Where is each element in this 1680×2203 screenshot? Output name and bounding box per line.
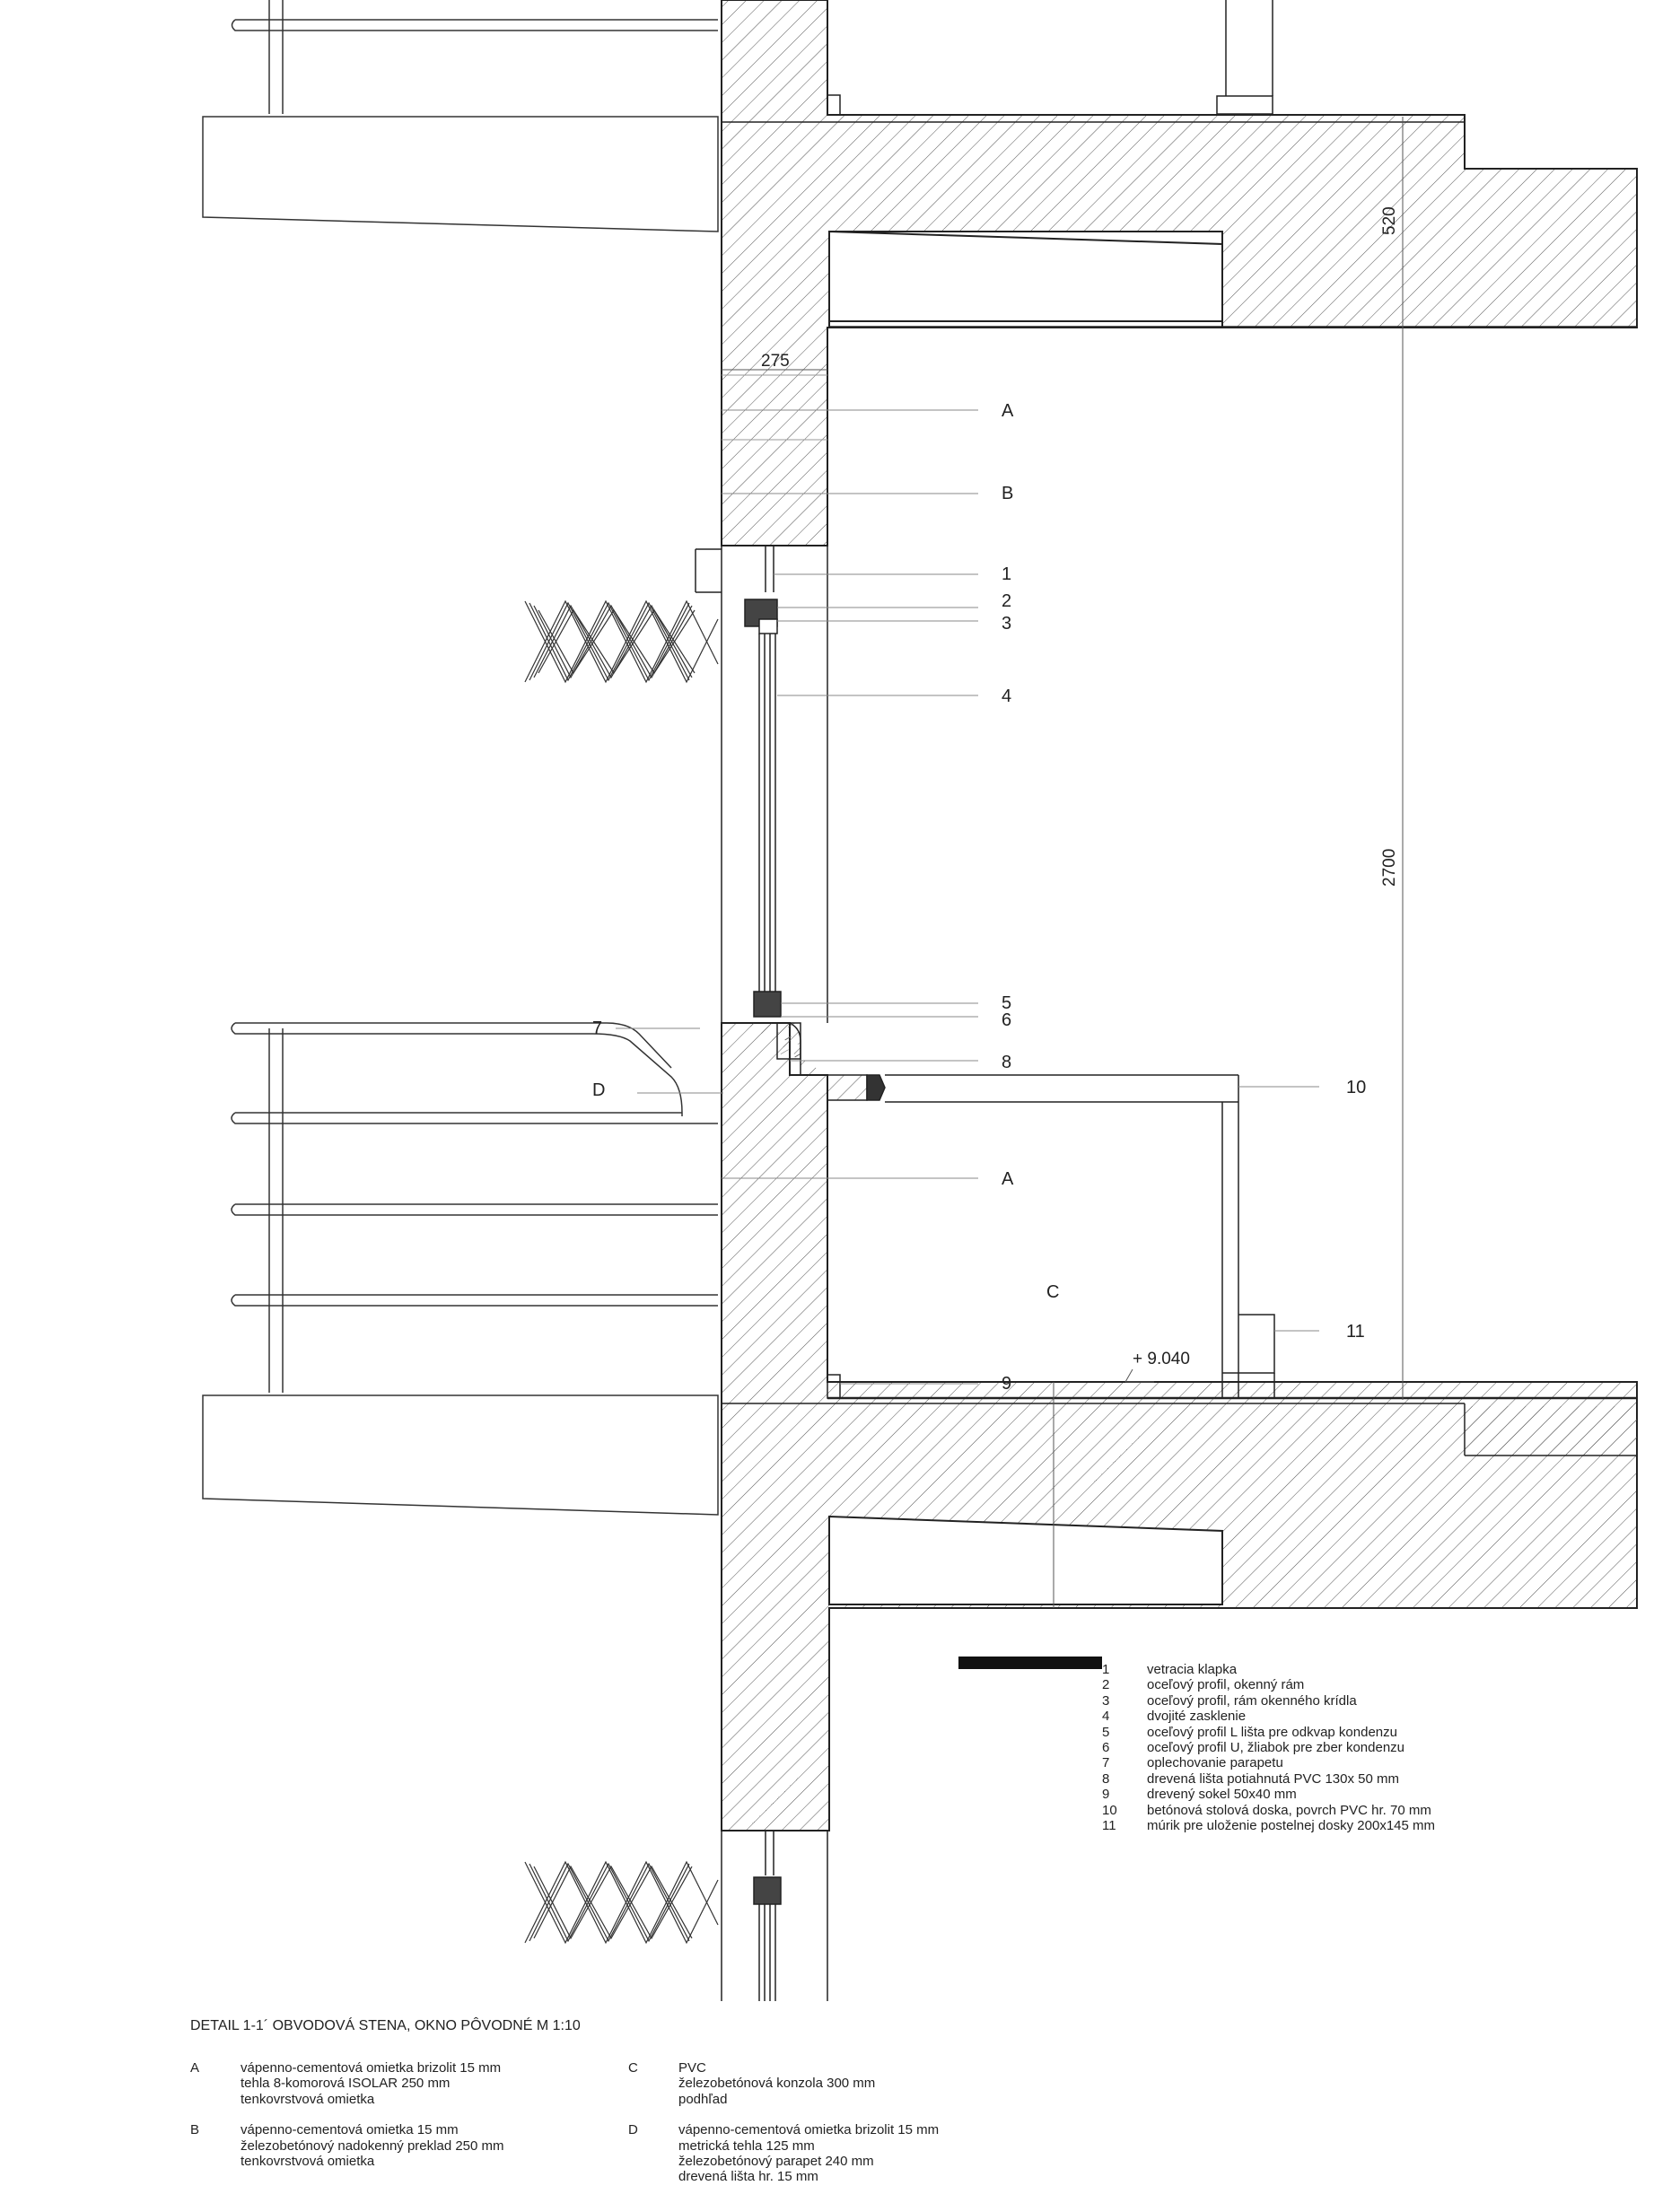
legend-item-text: drevený sokel 50x40 mm: [1147, 1787, 1297, 1803]
legend-item-text: drevená lišta potiahnutá PVC 130x 50 mm: [1147, 1770, 1399, 1787]
material-note-line: tenkovrstvová omietka: [241, 2091, 375, 2107]
legend-list: 1 vetracia klapka 2 oceľový profil, okenný …: [1102, 1662, 1435, 1833]
callout-2: 2: [1002, 591, 1011, 611]
legend-item-text: oceľový profil, rám okenného krídla: [1147, 1692, 1357, 1709]
material-note-line: drevená lišta hr. 15 mm: [678, 2169, 818, 2185]
material-note-key: A: [190, 2060, 200, 2076]
material-note-line: železobetónová konzola 300 mm: [678, 2076, 876, 2092]
legend-item-text: oplechovanie parapetu: [1147, 1755, 1283, 1771]
cantilever-slab-lower: [202, 1394, 719, 1516]
legend-item-text: oceľový profil, okenný rám: [1147, 1677, 1305, 1693]
legend-item: 10 betónová stolová doska, povrch PVC hr.…: [1102, 1803, 1435, 1818]
legend-item-number: 1: [1102, 1662, 1110, 1677]
callout-1: 1: [1002, 564, 1011, 584]
legend-item-number: 10: [1102, 1802, 1117, 1818]
callout-3: 3: [1002, 614, 1011, 634]
exterior-wall-lower: [721, 1022, 1638, 1831]
legend-item: 9 drevený sokel 50x40 mm: [1102, 1787, 1435, 1802]
material-note-line: železobetónový parapet 240 mm: [678, 2154, 874, 2170]
drawing-title: DETAIL 1-1´ OBVODOVÁ STENA, OKNO PÔVODNÉ…: [190, 2018, 581, 2033]
window-sill-detail: [745, 1022, 1275, 1398]
legend-item-text: oceľový profil L lišta pre odkvap konden…: [1147, 1724, 1397, 1740]
exterior-blind-lower: [524, 1860, 719, 1945]
legend-item: 1 vetracia klapka: [1102, 1662, 1435, 1677]
dim-lintel-depth: 520: [1380, 206, 1399, 235]
material-note-line: podhľad: [678, 2091, 728, 2107]
callout-6: 6: [1002, 1010, 1011, 1030]
legend-item-number: 11: [1102, 1818, 1116, 1834]
legend-item-number: 4: [1102, 1709, 1110, 1725]
balcony-railing-upper: [231, 0, 718, 114]
legend-item-number: 2: [1102, 1677, 1110, 1693]
cantilever-slab-upper: [202, 116, 719, 232]
legend-item-text: dvojité zasklenie: [1147, 1709, 1247, 1725]
callout-9: 9: [1002, 1374, 1011, 1394]
callout-leaders: [616, 409, 1319, 1385]
legend-item-text: vetracia klapka: [1147, 1662, 1238, 1677]
legend-item-text: betónová stolová doska, povrch PVC hr. 7…: [1147, 1802, 1431, 1818]
material-note-line: železobetónový nadokenný preklad 250 mm: [241, 2137, 504, 2154]
balcony-railing-lower: [231, 1022, 718, 1393]
window-frame: [695, 546, 828, 2001]
legend-item-text: oceľový profil U, žliabok pre zber konde…: [1147, 1740, 1405, 1756]
callout-a-bottom: A: [1002, 1169, 1014, 1189]
legend-item: 6 oceľový profil U, žliabok pre zber kond…: [1102, 1740, 1435, 1755]
callout-c: C: [1046, 1282, 1059, 1302]
exterior-wall-upper: [721, 0, 1638, 546]
callout-8: 8: [1002, 1053, 1011, 1072]
legend-item: 11 múrik pre uloženie postelnej dosky 200…: [1102, 1818, 1435, 1833]
material-note-lines: vápenno-cementová omietka brizolit 15 mm…: [241, 2060, 501, 2107]
legend-item-number: 5: [1102, 1724, 1110, 1740]
legend-item-number: 6: [1102, 1740, 1110, 1756]
material-note-line: metrická tehla 125 mm: [678, 2137, 815, 2154]
legend-item-number: 7: [1102, 1755, 1110, 1771]
material-note-line: PVC: [678, 2060, 706, 2076]
legend-item: 2 oceľový profil, okenný rám: [1102, 1677, 1435, 1692]
legend-item-number: 8: [1102, 1770, 1110, 1787]
legend-item-number: 9: [1102, 1787, 1110, 1803]
legend-item: 4 dvojité zasklenie: [1102, 1709, 1435, 1724]
legend-item: 3 oceľový profil, rám okenného krídla: [1102, 1693, 1435, 1709]
callout-4: 4: [1002, 686, 1011, 706]
material-note-key: D: [628, 2122, 638, 2138]
material-note-key: C: [628, 2060, 638, 2076]
dim-floor-height: 2700: [1380, 849, 1399, 887]
material-note-lines: vápenno-cementová omietka brizolit 15 mm…: [678, 2122, 939, 2185]
material-note-line: vápenno-cementová omietka brizolit 15 mm: [241, 2060, 502, 2076]
callout-5: 5: [1002, 993, 1011, 1013]
legend-item-text: múrik pre uloženie postelnej dosky 200x1…: [1147, 1818, 1435, 1834]
callout-a-top: A: [1002, 401, 1014, 421]
dim-wall-thickness: 275: [761, 352, 790, 371]
material-note-line: tenkovrstvová omietka: [241, 2154, 375, 2170]
callout-7: 7: [592, 1018, 602, 1038]
scale-bar: [958, 1657, 1102, 1669]
material-note-key: B: [190, 2122, 200, 2138]
exterior-blind-upper: [524, 599, 719, 684]
level-mark: + 9.040: [1133, 1350, 1190, 1368]
material-note-line: vápenno-cementová omietka 15 mm: [241, 2122, 459, 2138]
legend-item: 8 drevená lišta potiahnutá PVC 130x 50 mm: [1102, 1771, 1435, 1787]
callout-11: 11: [1346, 1322, 1365, 1342]
legend-item: 5 oceľový profil L lišta pre odkvap konde…: [1102, 1725, 1435, 1740]
callout-10: 10: [1346, 1078, 1366, 1097]
callout-b-top: B: [1002, 484, 1013, 503]
legend-item: 7 oplechovanie parapetu: [1102, 1755, 1435, 1770]
dimension-lines: [722, 117, 1404, 1608]
legend-item-number: 3: [1102, 1692, 1110, 1709]
material-note-line: vápenno-cementová omietka brizolit 15 mm: [678, 2122, 940, 2138]
interior-outlines: [827, 0, 1637, 1609]
material-note-line: tehla 8-komorová ISOLAR 250 mm: [241, 2076, 451, 2092]
callout-d: D: [592, 1080, 605, 1100]
